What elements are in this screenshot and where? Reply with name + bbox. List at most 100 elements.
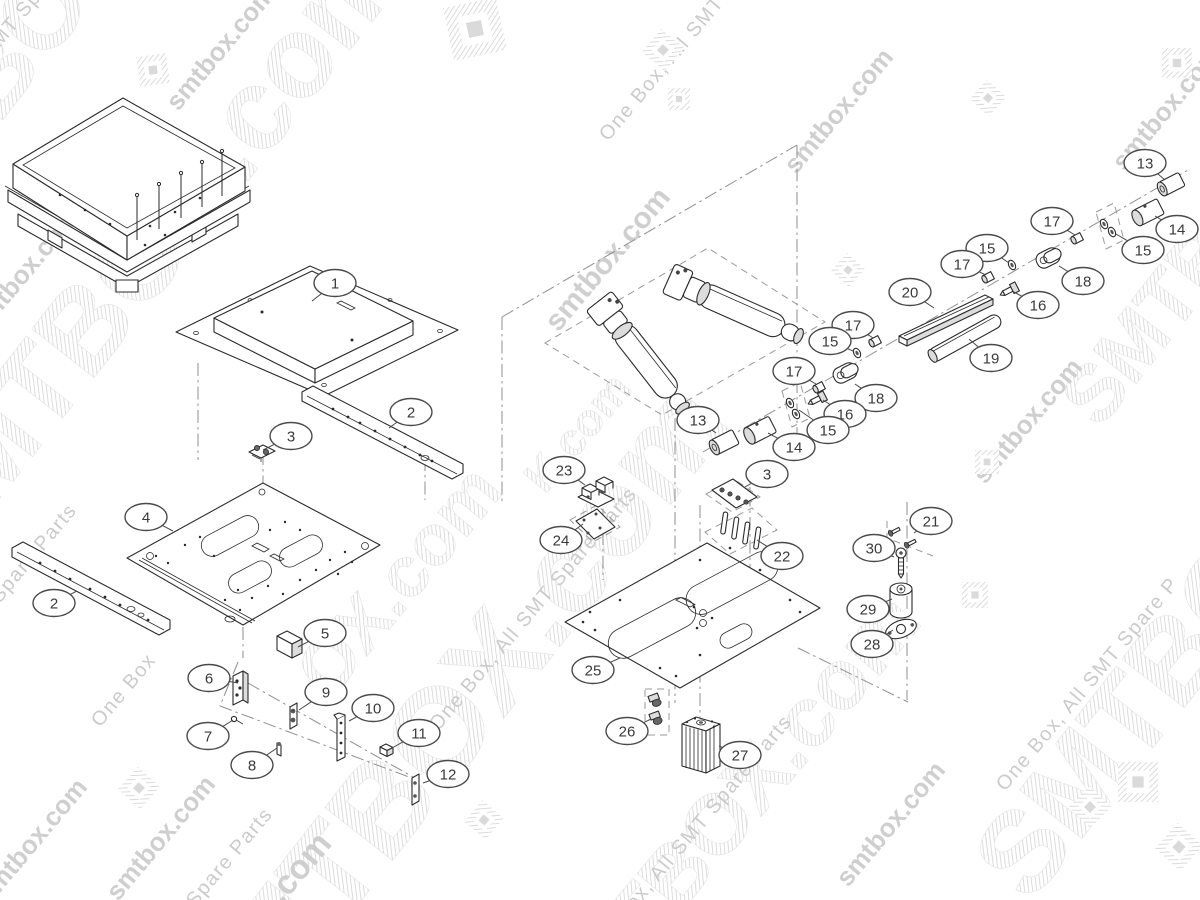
callout-bubble	[760, 541, 804, 571]
qr-glyph-icon	[136, 53, 170, 87]
callout-leader-line	[422, 780, 430, 784]
callout-leader-line	[1058, 265, 1069, 273]
callout-14: 14	[767, 432, 816, 462]
callout-8: 8	[230, 747, 278, 780]
callout-bubble	[1016, 290, 1060, 320]
callout-number: 7	[204, 728, 212, 745]
callout-28: 28	[850, 629, 894, 659]
callout-leader-line	[388, 421, 398, 429]
callout-bubble	[676, 405, 720, 435]
callout-number: 12	[440, 766, 457, 783]
callout-bubble	[605, 716, 649, 746]
callout-15: 15	[808, 326, 854, 356]
part-15-washer-b	[1007, 259, 1017, 271]
callout-leader-line	[1157, 173, 1166, 181]
callout-6: 6	[187, 663, 239, 693]
part-22-pins	[720, 511, 762, 550]
callout-number: 4	[142, 509, 150, 526]
callout-bubble	[888, 277, 932, 307]
callout-15: 15	[798, 409, 850, 445]
callout-3: 3	[744, 459, 789, 489]
callout-leader-line	[885, 598, 893, 603]
qr-glyph-icon	[668, 88, 690, 110]
callout-number: 18	[1075, 273, 1092, 290]
callout-18: 18	[854, 383, 898, 413]
callout-22: 22	[756, 539, 804, 571]
callout-bubble	[397, 718, 441, 748]
part-15-washers-d	[785, 397, 801, 420]
callout-leader-line	[847, 348, 854, 352]
watermark-text: One Box, All SMT Spare Parts	[595, 0, 812, 145]
callout-leader-line	[711, 429, 717, 434]
callout-number: 22	[774, 548, 791, 565]
callout-number: 24	[553, 532, 570, 549]
part-7-screw	[230, 715, 244, 725]
callout-12: 12	[422, 759, 470, 789]
callout-number: 1	[331, 275, 339, 292]
callout-19: 19	[968, 338, 1013, 373]
callout-number: 2	[407, 404, 415, 421]
part-19-roller	[927, 314, 1002, 363]
part-14-cylinder-top	[1131, 198, 1165, 227]
callout-29: 29	[846, 594, 893, 624]
callout-number: 15	[820, 422, 837, 439]
callout-number: 15	[822, 333, 839, 350]
callout-bubble	[718, 740, 762, 770]
callout-bubble	[808, 326, 852, 356]
callout-bubble	[772, 356, 816, 386]
qr-glyph-icon	[1118, 762, 1158, 802]
callout-bubble	[969, 343, 1013, 373]
callout-17: 17	[940, 249, 987, 279]
callout-bubble	[542, 455, 586, 485]
part-24-plate	[575, 508, 616, 540]
callout-leader-line	[610, 657, 621, 663]
callout-bubble	[745, 459, 789, 489]
callout-2: 2	[388, 397, 433, 429]
callout-bubble	[351, 693, 395, 723]
watermark-text: One Box	[87, 649, 161, 731]
part-29-mount	[889, 582, 913, 619]
callout-leader-line	[1115, 233, 1128, 242]
part-21-screws	[887, 526, 917, 549]
part-2-rail-lower	[11, 541, 171, 636]
part-18-link-b	[832, 362, 859, 384]
callout-number: 2	[50, 595, 58, 612]
part-13-cylinder-mid	[708, 429, 740, 456]
part-9-bracket	[289, 702, 298, 730]
qr-glyph-icon	[831, 253, 865, 287]
part-28-flange	[885, 618, 917, 640]
callout-number: 23	[556, 462, 573, 479]
qr-glyph-icon	[1068, 785, 1112, 829]
callout-leader-line	[391, 741, 404, 749]
callout-leader-line	[574, 523, 584, 531]
callout-leader-line	[809, 379, 817, 385]
qr-glyph-icon	[1162, 48, 1192, 78]
parts-artwork	[4, 97, 1186, 806]
callout-bubble	[389, 397, 433, 427]
qr-glyph-icon	[117, 766, 161, 810]
callout-number: 28	[864, 636, 881, 653]
callout-leader-line	[577, 479, 586, 486]
callout-bubble	[571, 655, 615, 685]
callout-number: 13	[1137, 155, 1154, 172]
callout-bubble	[940, 249, 984, 279]
callout-bubble	[426, 759, 470, 789]
callout-25: 25	[571, 655, 621, 685]
callout-13: 13	[1123, 148, 1167, 181]
callout-30: 30	[852, 533, 896, 563]
part-25-base-plate	[564, 542, 821, 689]
callout-leader-line	[756, 539, 768, 547]
watermark-qr-glyphs	[18, 0, 1200, 872]
callout-number: 3	[287, 428, 295, 445]
callout-bubble	[909, 506, 953, 536]
callout-leader-line	[229, 681, 239, 684]
callout-bubble	[1030, 206, 1074, 236]
part-4-base-plate	[126, 482, 381, 626]
watermark-text: smtbox.com	[830, 755, 951, 892]
part-14-cylinder-mid	[743, 416, 777, 445]
callout-3: 3	[262, 421, 313, 451]
callout-26: 26	[605, 716, 652, 746]
callout-leader-line	[222, 719, 234, 727]
callout-bubble	[1123, 148, 1167, 178]
